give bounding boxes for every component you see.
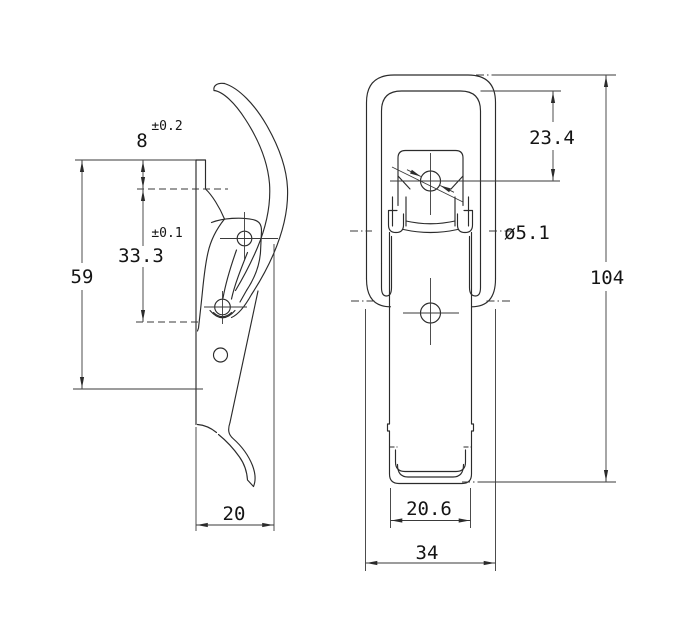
dim-overall-height-front-label: 104 [590, 267, 624, 289]
dimension-labels: 8 ±0.2 33.3 ±0.1 59 20 23.4 ø5.1 104 20.… [71, 119, 625, 564]
body-outline [386, 231, 475, 485]
dim-overall-height-side-label: 59 [71, 266, 94, 288]
side-view-centerlines [204, 212, 278, 324]
dim-hole-offset-label: 23.4 [529, 127, 575, 149]
front-view-outline [365, 74, 497, 485]
bail-inner [380, 90, 482, 265]
side-view [195, 82, 289, 488]
dim-top-height-label: 8 [136, 130, 147, 152]
side-view-dimensions [73, 159, 275, 531]
front-view-dimensions [365, 74, 616, 571]
bail-outer [365, 74, 497, 280]
dim-depth-label: 20 [223, 503, 246, 525]
dim-mid-height-label: 33.3 [118, 245, 164, 267]
mounting-hole-side [212, 347, 229, 363]
dim-overall-width-label: 34 [416, 542, 439, 564]
front-view [350, 74, 560, 485]
dim-mid-tolerance-label: ±0.1 [151, 226, 182, 241]
lever-inner-edge [213, 89, 271, 292]
upper-plate [397, 149, 464, 207]
front-view-centerlines [350, 153, 560, 345]
dim-hole-diameter-label: ø5.1 [504, 222, 550, 244]
side-view-outline [195, 82, 289, 488]
dim-body-width-label: 20.6 [406, 498, 452, 520]
dim-top-tolerance-label: ±0.2 [151, 119, 182, 134]
lever-outer-edge [223, 82, 289, 319]
